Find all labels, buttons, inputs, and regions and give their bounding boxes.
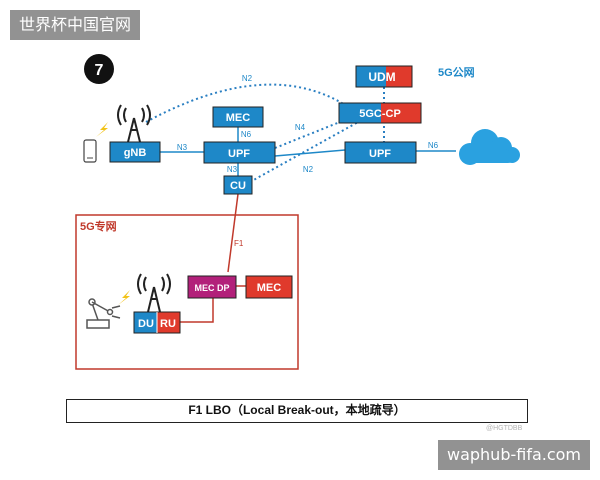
faint-credit: @HGTDBB	[486, 425, 523, 432]
label-n2-top: N2	[242, 74, 253, 83]
label-n6-cloud: N6	[428, 141, 439, 150]
diagram-caption: F1 LBO（Local Break-out，本地疏导）	[66, 399, 528, 423]
mec-dp-node: MEC DP	[187, 275, 237, 299]
udm-node: UDM	[355, 65, 413, 88]
link-upf-upf	[274, 149, 346, 157]
private-network-region	[75, 214, 299, 370]
cu-node: CU	[223, 175, 253, 195]
svg-text:DU: DU	[138, 318, 154, 330]
svg-text:CU: CU	[230, 180, 246, 192]
svg-text:5GC-CP: 5GC-CP	[359, 108, 401, 120]
link-n2-cu-cp	[249, 120, 361, 183]
label-n6-mec: N6	[241, 130, 252, 139]
link-n4-upf-cp	[274, 119, 346, 149]
gnb-node: gNB	[109, 141, 161, 163]
svg-text:MEC DP: MEC DP	[194, 283, 229, 293]
svg-text:MEC: MEC	[257, 282, 282, 294]
label-n3-gnb: N3	[177, 143, 188, 152]
antenna-tower-icon	[117, 104, 151, 143]
core-control-plane-node: 5GC-CP	[338, 102, 422, 124]
mec-private-node: MEC	[245, 275, 293, 299]
private-network-label: 5G专网	[80, 219, 117, 233]
link-n2-gnb-cp	[145, 83, 351, 123]
svg-text:UPF: UPF	[228, 148, 250, 160]
cloud-icon	[459, 129, 520, 165]
public-network-label: 5G公网	[438, 66, 475, 79]
phone-icon	[83, 139, 97, 163]
upf-left-node: UPF	[203, 141, 276, 164]
svg-text:MEC: MEC	[226, 112, 251, 124]
label-n2-lower: N2	[303, 165, 314, 174]
robot-arm-icon	[86, 298, 121, 329]
upf-right-node: UPF	[344, 141, 417, 164]
label-n3-cu: N3	[227, 165, 238, 174]
link-mecdp-duru	[180, 298, 214, 323]
du-ru-node: DU RU	[133, 311, 181, 334]
label-n4: N4	[295, 123, 306, 132]
svg-text:RU: RU	[160, 318, 176, 330]
svg-text:UPF: UPF	[369, 148, 391, 160]
step-number-badge	[84, 54, 114, 84]
svg-text:UDM: UDM	[368, 70, 395, 84]
svg-text:gNB: gNB	[124, 147, 147, 159]
link-f1-cu-mecdp	[227, 193, 239, 273]
mec-top-node: MEC	[212, 106, 264, 128]
lightning-icon	[118, 290, 130, 305]
antenna-tower-icon	[137, 273, 171, 313]
step-number: 7	[95, 62, 104, 79]
watermark-top-left: 世界杯中国官网	[10, 10, 140, 40]
lightning-icon	[96, 122, 108, 137]
label-f1: F1	[234, 239, 244, 248]
watermark-bottom-right: waphub-fifa.com	[438, 440, 590, 470]
